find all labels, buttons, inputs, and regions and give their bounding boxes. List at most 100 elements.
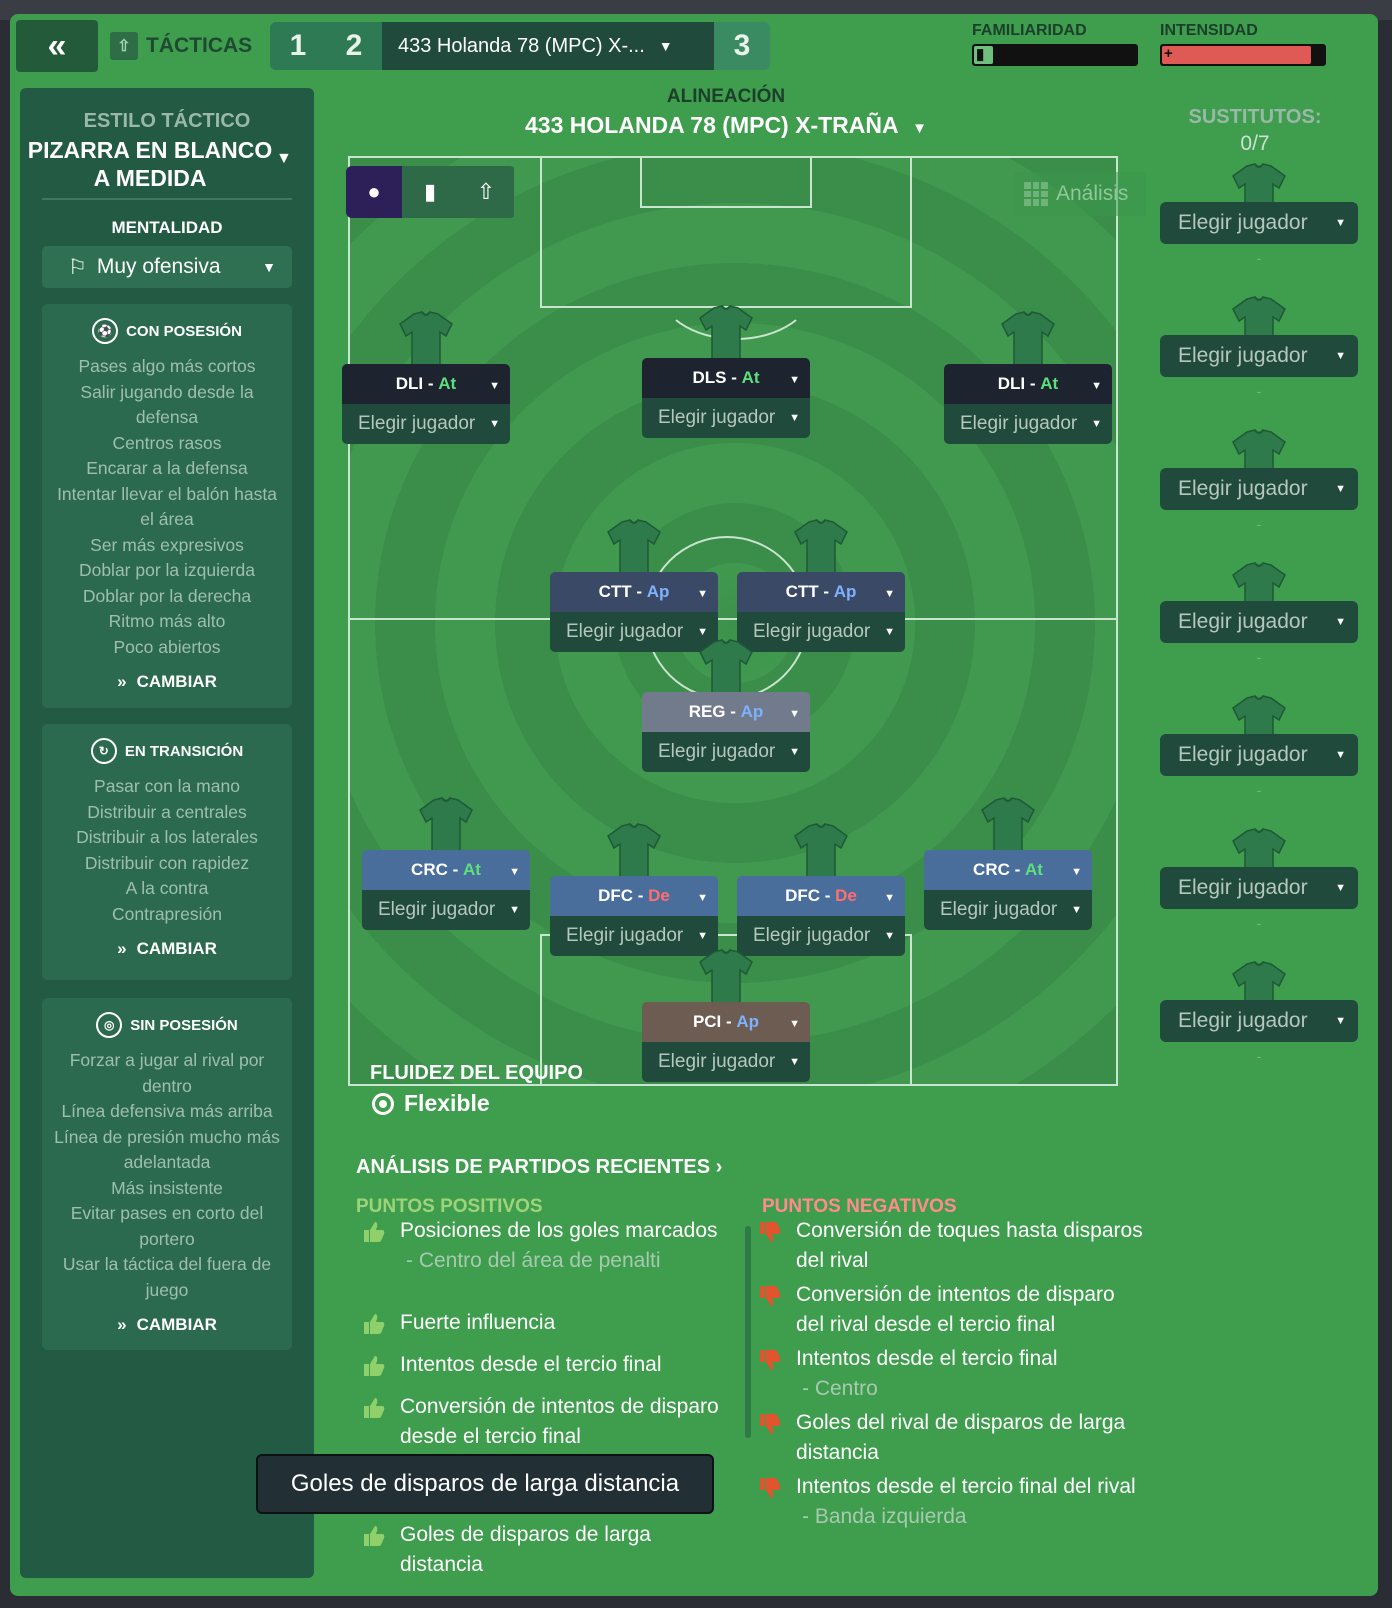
- analysis-button[interactable]: Análisis: [1014, 172, 1146, 216]
- substitute-picker[interactable]: Elegir jugador▼: [1160, 335, 1358, 377]
- change-button[interactable]: »CAMBIAR: [42, 1315, 292, 1335]
- role-selector[interactable]: CTT - Ap▼: [737, 572, 905, 612]
- chevron-down-icon: ▼: [262, 259, 276, 275]
- role-selector[interactable]: DLS - At▼: [642, 358, 810, 398]
- analysis-text: Fuerte influencia: [400, 1311, 556, 1334]
- fluidity-icon: [372, 1092, 394, 1115]
- substitute-picker[interactable]: Elegir jugador▼: [1160, 601, 1358, 643]
- change-label: CAMBIAR: [136, 672, 217, 691]
- divider: [42, 198, 292, 200]
- thumb-up-icon: [362, 1220, 386, 1244]
- role-selector[interactable]: REG - Ap▼: [642, 692, 810, 732]
- substitute-picker[interactable]: Elegir jugador▼: [1160, 1000, 1358, 1042]
- analysis-item: Goles de disparos de larga distancia: [400, 1520, 720, 1580]
- style-label: ESTILO TÁCTICO: [83, 110, 251, 132]
- analysis-item: Conversión de intentos de disparo desde …: [400, 1392, 720, 1452]
- back-button[interactable]: «: [16, 20, 98, 72]
- role-selector[interactable]: DFC - De▼: [550, 876, 718, 916]
- player-picker[interactable]: Elegir jugador▼: [550, 916, 718, 956]
- scrollbar[interactable]: [745, 1226, 751, 1438]
- mentality-dropdown[interactable]: ⚐ Muy ofensiva ▼: [42, 246, 292, 288]
- dropdown-arrow-icon: ▼: [789, 746, 800, 758]
- tactic-slot-1[interactable]: 1: [270, 22, 326, 70]
- panel-title: SIN POSESIÓN: [130, 1016, 238, 1034]
- player-picker[interactable]: Elegir jugador▼: [550, 612, 718, 652]
- change-button[interactable]: »CAMBIAR: [42, 939, 292, 959]
- thumb-down-icon: [758, 1412, 782, 1436]
- dropdown-arrow-icon: ▼: [1335, 483, 1346, 495]
- double-chevron-right-icon: »: [117, 672, 127, 691]
- player-card: DLI - At▼Elegir jugador▼: [342, 364, 510, 444]
- player-view-button[interactable]: ●: [346, 166, 402, 218]
- role-position: CRC: [973, 860, 1010, 879]
- role-selector[interactable]: CTT - Ap▼: [550, 572, 718, 612]
- pick-label: Elegir jugador: [1178, 743, 1308, 766]
- instruction-item: Doblar por la derecha: [82, 585, 252, 606]
- analysis-item: Conversión de intentos de disparo del ri…: [796, 1280, 1146, 1340]
- role-selector[interactable]: DFC - De▼: [737, 876, 905, 916]
- player-picker[interactable]: Elegir jugador▼: [924, 890, 1092, 930]
- pick-label: Elegir jugador: [753, 925, 871, 946]
- player-picker[interactable]: Elegir jugador▼: [642, 398, 810, 438]
- recent-analysis-link[interactable]: ANÁLISIS DE PARTIDOS RECIENTES ›: [356, 1156, 722, 1179]
- style-value[interactable]: PIZARRA EN BLANCO A MEDIDA: [27, 137, 273, 191]
- role-separator: -: [820, 886, 836, 905]
- stats-view-button[interactable]: ▮: [402, 166, 458, 218]
- substitute-picker[interactable]: Elegir jugador▼: [1160, 468, 1358, 510]
- tactic-selector[interactable]: 433 Holanda 78 (MPC) X-... ▼: [382, 22, 714, 70]
- tactic-name: 433 Holanda 78 (MPC) X-...: [398, 34, 645, 57]
- player-card: REG - Ap▼Elegir jugador▼: [642, 692, 810, 772]
- role-selector[interactable]: DLI - At▼: [342, 364, 510, 404]
- role-selector[interactable]: PCI - Ap▼: [642, 1002, 810, 1042]
- role-selector[interactable]: CRC - At▼: [362, 850, 530, 890]
- player-shirt-icon: [696, 946, 756, 1006]
- analysis-text: Goles del rival de disparos de larga dis…: [796, 1411, 1126, 1464]
- role-duty: At: [741, 368, 760, 387]
- role-separator: -: [725, 702, 741, 721]
- tactics-screen: « ⇧ TÁCTICAS 1 2 433 Holanda 78 (MPC) X-…: [10, 14, 1378, 1596]
- substitute-picker[interactable]: Elegir jugador▼: [1160, 867, 1358, 909]
- change-label: CAMBIAR: [136, 939, 217, 958]
- instruction-item: Pases algo más cortos: [78, 356, 256, 376]
- analysis-subtext: - Centro: [802, 1377, 878, 1400]
- tactic-slot-2[interactable]: 2: [326, 22, 382, 70]
- chevron-down-icon[interactable]: ▼: [276, 150, 292, 167]
- analysis-text: Conversión de intentos de disparo del ri…: [796, 1283, 1115, 1336]
- analysis-item: Fuerte influencia: [400, 1308, 720, 1338]
- role-separator: -: [447, 860, 463, 879]
- lineup-name[interactable]: 433 HOLANDA 78 (MPC) X-TRAÑA ▼: [470, 112, 982, 139]
- player-picker[interactable]: Elegir jugador▼: [642, 732, 810, 772]
- change-button[interactable]: » CAMBIAR: [42, 672, 292, 692]
- player-picker[interactable]: Elegir jugador▼: [342, 404, 510, 444]
- player-picker[interactable]: Elegir jugador▼: [737, 612, 905, 652]
- tactic-slot-3[interactable]: 3: [714, 22, 770, 70]
- tactics-view-button[interactable]: ⇧: [458, 166, 514, 218]
- analysis-subtext: - Banda izquierda: [802, 1505, 967, 1528]
- analysis-subtext: - Centro del área de penalti: [406, 1249, 661, 1272]
- player-card: DFC - De▼Elegir jugador▼: [737, 876, 905, 956]
- role-selector[interactable]: DLI - At▼: [944, 364, 1112, 404]
- role-position: DFC: [598, 886, 634, 905]
- player-picker[interactable]: Elegir jugador▼: [642, 1042, 810, 1082]
- player-shirt-icon: [978, 794, 1038, 854]
- familiarity-meter[interactable]: ▮: [972, 44, 1138, 66]
- dropdown-arrow-icon: ▼: [509, 904, 520, 916]
- substitute-picker[interactable]: Elegir jugador▼: [1160, 734, 1358, 776]
- player-picker[interactable]: Elegir jugador▼: [944, 404, 1112, 444]
- substitute-picker[interactable]: Elegir jugador▼: [1160, 202, 1358, 244]
- intensity-meter[interactable]: +: [1160, 44, 1326, 66]
- tab-tacticas[interactable]: ⇧ TÁCTICAS: [110, 28, 252, 64]
- player-shirt-icon: [396, 308, 456, 368]
- familiarity-fill: [974, 46, 994, 64]
- player-card: PCI - Ap▼Elegir jugador▼: [642, 1002, 810, 1082]
- instruction-item: Forzar a jugar al rival por dentro: [69, 1050, 265, 1096]
- role-selector[interactable]: CRC - At▼: [924, 850, 1092, 890]
- player-shirt-icon: [791, 516, 851, 576]
- role-position: REG: [688, 702, 726, 721]
- instruction-item: Distribuir a centrales: [87, 801, 247, 822]
- substitute-placeholder: -: [1256, 383, 1262, 399]
- player-picker[interactable]: Elegir jugador▼: [362, 890, 530, 930]
- player-picker[interactable]: Elegir jugador▼: [737, 916, 905, 956]
- analysis-title: ANÁLISIS DE PARTIDOS RECIENTES: [356, 1156, 711, 1178]
